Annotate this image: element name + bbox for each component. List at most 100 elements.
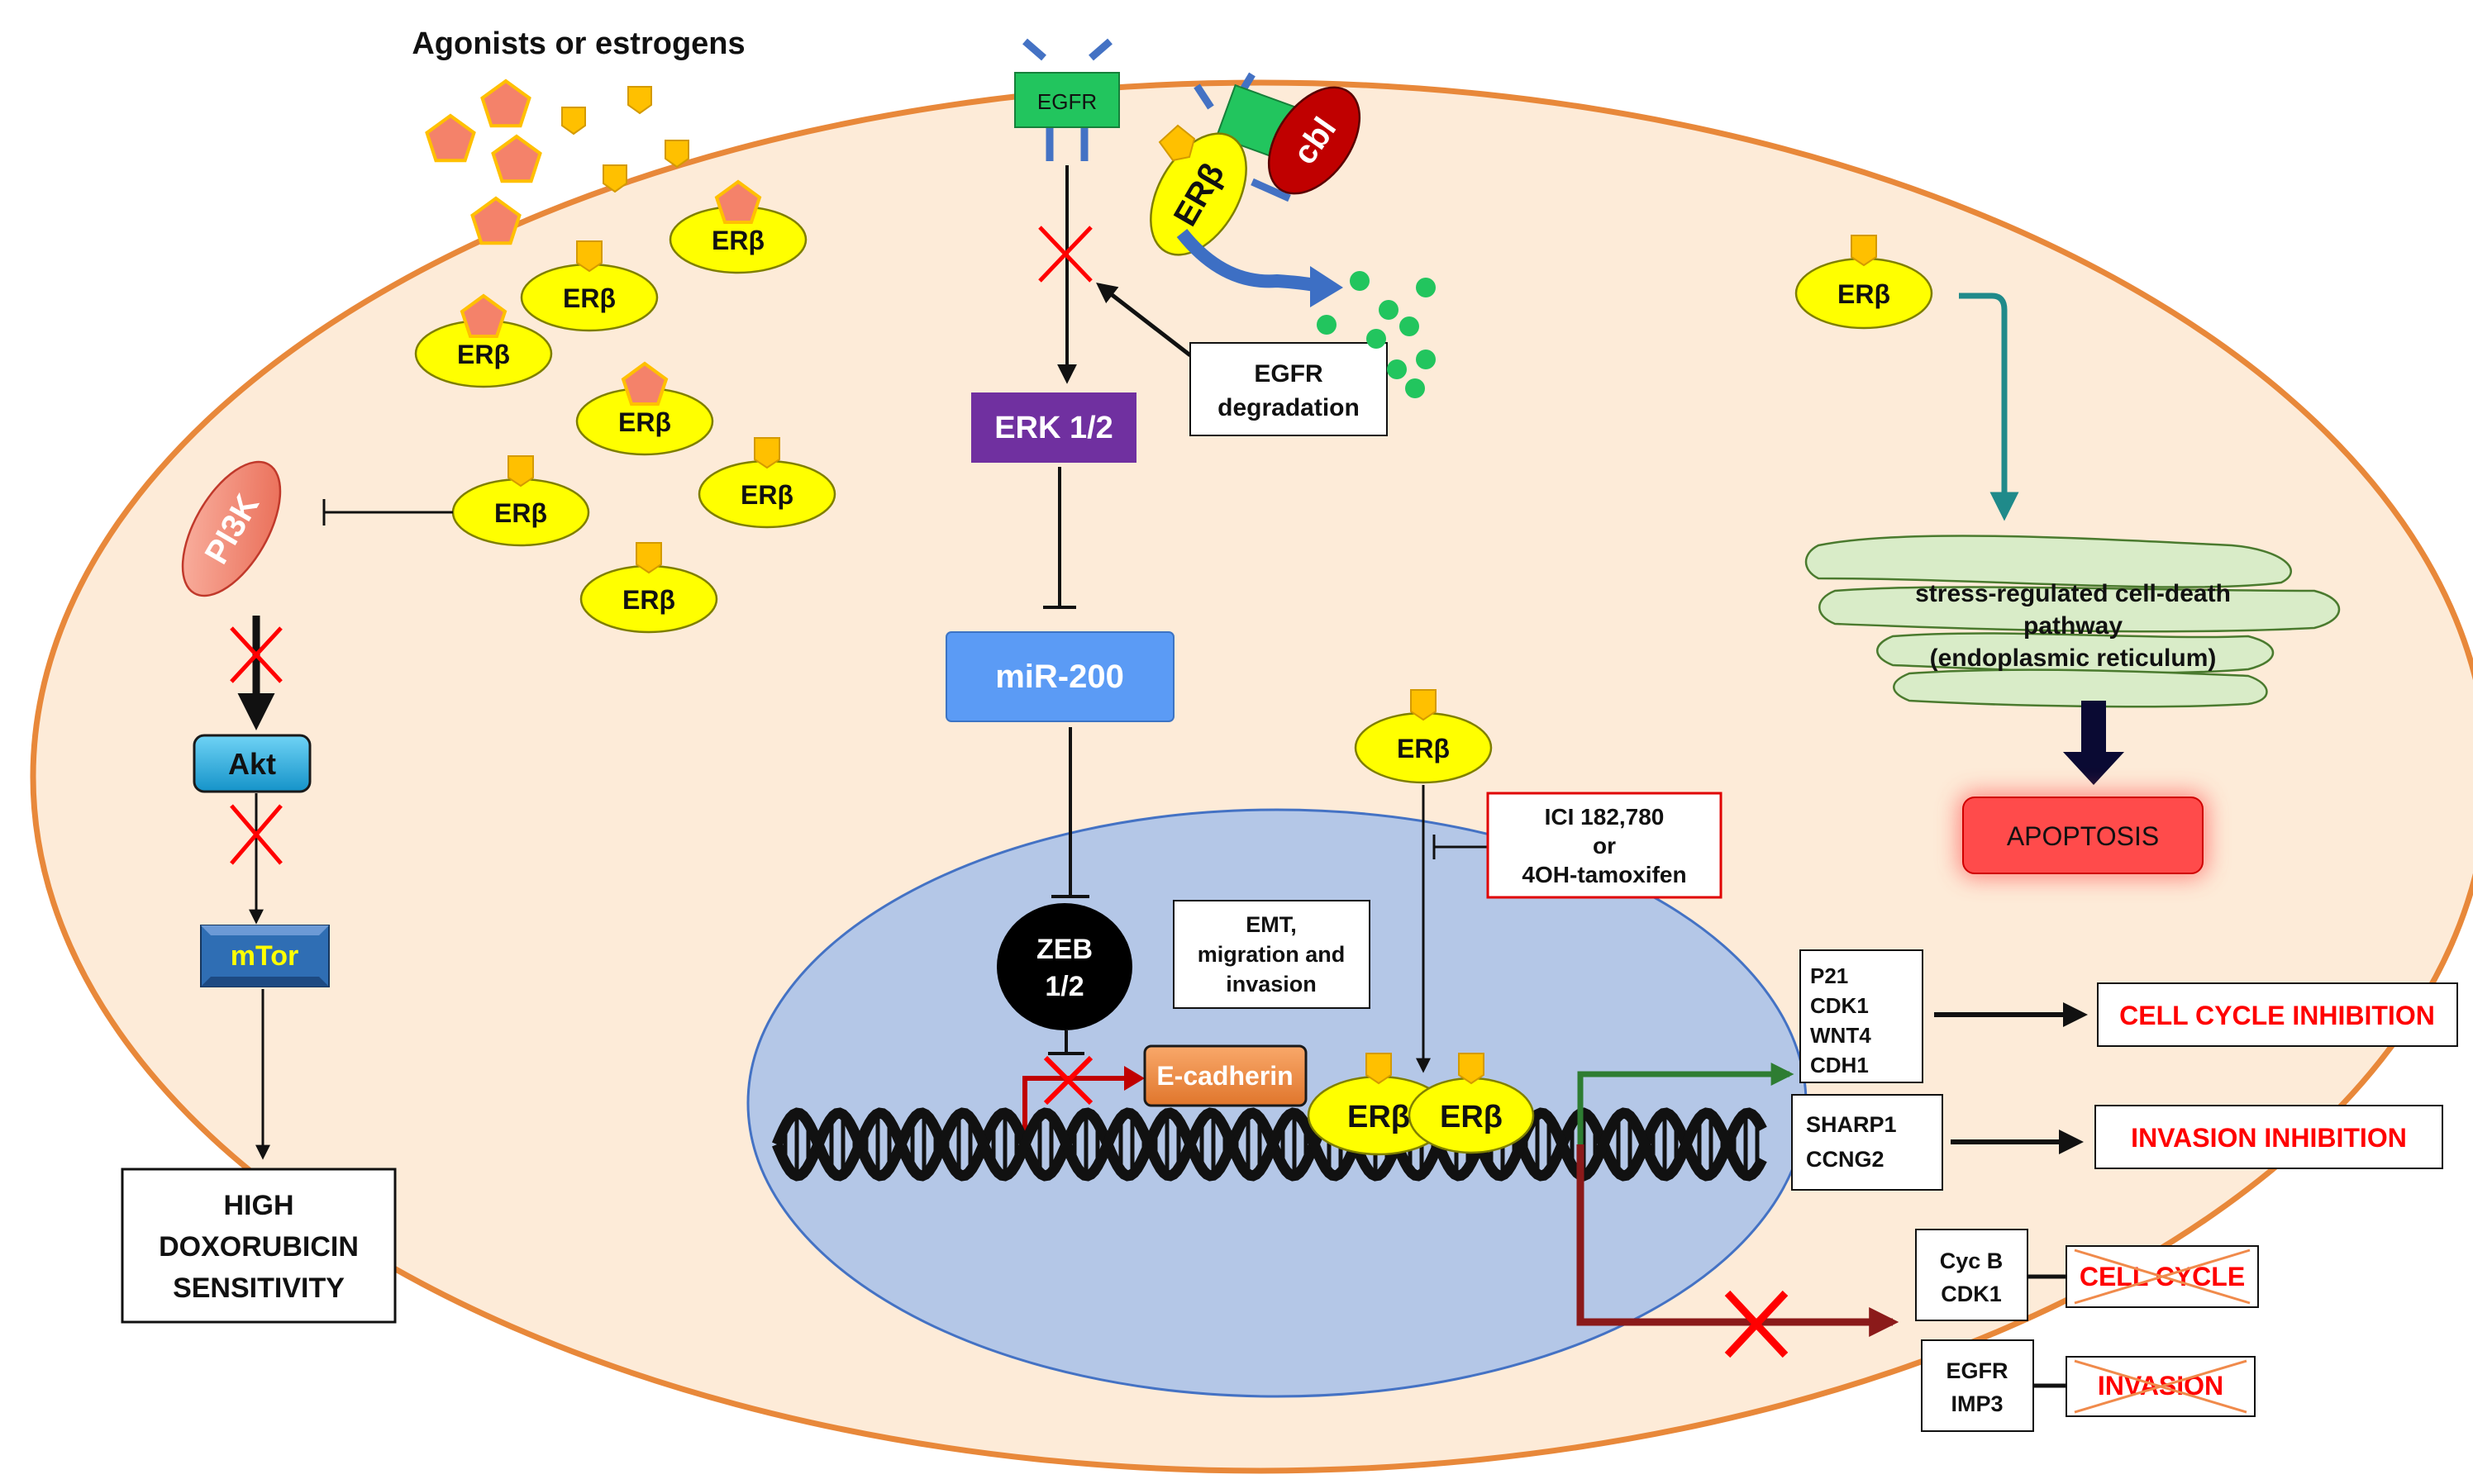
zeb-line1: ZEB (1036, 934, 1093, 965)
mir-node (946, 631, 1175, 722)
receptor-label: ERβ (618, 407, 671, 437)
ligand-tab (665, 140, 689, 169)
block-x-pi3k-akt (230, 626, 283, 683)
emt-line2: migration and (1198, 942, 1346, 967)
receptor-label: ERβ (741, 480, 793, 510)
gene-p21: P21 (1810, 963, 1848, 988)
egfr-degradation-line2: degradation (1217, 394, 1360, 421)
endoplasmic-reticulum (1804, 535, 2341, 708)
ligand-tab (603, 164, 627, 193)
receptor-erb: ERβ (669, 179, 808, 274)
block-x-ecadherin (1043, 1055, 1094, 1106)
receptor-label: ERβ (494, 498, 547, 528)
invasion-inhibition-label: INVASION INHIBITION (2131, 1123, 2407, 1153)
erk-node (971, 392, 1136, 463)
gene-wnt4: WNT4 (1810, 1023, 1871, 1048)
mtor-label: mTor (231, 940, 298, 972)
egfr-degradation-box (1189, 342, 1388, 436)
receptor-label: ERβ (563, 283, 616, 313)
egfr-receptor: EGFR (1014, 38, 1120, 161)
receptor-label: ERβ (1837, 279, 1890, 309)
zeb-line2: 1/2 (1045, 971, 1084, 1002)
doxo-box (121, 1168, 397, 1324)
pi3k-node: PI3K (181, 460, 282, 597)
receptor-erb: ERβ (579, 542, 718, 634)
erb-egfr-cbl-complex: cbl ERβ (1150, 72, 1361, 256)
arrow-head-complex (1310, 266, 1343, 307)
receptor-erb: ERβ (414, 293, 553, 388)
genes-down2-box (1921, 1339, 2034, 1432)
gene-sharp1: SHARP1 (1806, 1112, 1897, 1137)
receptor-label: ERβ (457, 340, 510, 369)
ligand-pentagon (425, 113, 476, 163)
zeb-node (997, 903, 1132, 1030)
ligand-pentagon (480, 78, 531, 128)
block-x-downstream (1724, 1290, 1789, 1358)
ligand-pentagon (491, 134, 542, 183)
stress-line2: pathway (2023, 612, 2123, 640)
emt-box (1173, 900, 1370, 1009)
cross-invasion (2074, 1359, 2247, 1414)
arrow-complex-degradation (1176, 228, 1316, 292)
genes-up1-box (1799, 949, 1923, 1083)
receptor-erb: ERβ (451, 455, 590, 547)
dna-strand-2 (772, 1107, 1767, 1182)
gene-egfr: EGFR (1946, 1358, 2008, 1383)
ecadherin-label: E-cadherin (1156, 1061, 1293, 1091)
apoptosis-label: APOPTOSIS (2007, 821, 2159, 851)
receptor-label: ERβ (622, 585, 675, 615)
apoptosis-box (1962, 797, 2204, 874)
arrow-degradation (1096, 282, 1192, 357)
promoter-arrowhead (1124, 1066, 1145, 1091)
inhibitor-box (1486, 792, 1723, 899)
block-x-egfr (1038, 226, 1093, 283)
promoter-up (1577, 1063, 1794, 1144)
egfr-degradation-line1: EGFR (1254, 360, 1323, 388)
genes-up2-box (1791, 1094, 1943, 1191)
egfr-label: EGFR (1037, 89, 1097, 114)
receptor-erb-right: ERβ (1794, 235, 1933, 330)
cbl-node: cbl (1267, 86, 1361, 195)
ecadherin-node (1143, 1044, 1308, 1107)
doxo-line2: DOXORUBICIN (159, 1231, 359, 1263)
gene-cdh1: CDH1 (1810, 1053, 1869, 1077)
gene-cdk1-down: CDK1 (1941, 1282, 2002, 1306)
receptor-erb-nuclear: ERβ (1354, 689, 1493, 784)
emt-line1: EMT, (1246, 912, 1297, 937)
gene-ccng2: CCNG2 (1806, 1147, 1885, 1172)
gene-cdk1: CDK1 (1810, 993, 1869, 1018)
receptor-label: ERβ (1440, 1100, 1503, 1134)
arrow-stress-apoptosis (2063, 701, 2124, 785)
ligands-outside (425, 78, 689, 245)
akt-node (193, 734, 312, 793)
gene-imp3: IMP3 (1951, 1391, 2003, 1416)
erk-label: ERK 1/2 (994, 411, 1113, 445)
receptor-label: ERβ (1347, 1100, 1410, 1134)
stress-line3: (endoplasmic reticulum) (1930, 644, 2217, 672)
ligand-tab (561, 107, 586, 136)
title-agonists: Agonists or estrogens (412, 26, 745, 61)
inhibitor-line2: or (1593, 833, 1616, 859)
inhibitor-line1: ICI 182,780 (1545, 804, 1665, 830)
ligand-pentagon (470, 196, 522, 245)
ligand-tab (627, 86, 652, 115)
promoter-ecadherin (1022, 1076, 1128, 1144)
block-x-akt-mtor (230, 804, 283, 865)
receptor-erb: ERβ (520, 240, 659, 332)
mtor-node: mTor (200, 925, 330, 987)
ligand-tab (1158, 124, 1196, 162)
receptor-erb: ERβ (698, 437, 836, 529)
genes-down1-box (1915, 1229, 2028, 1321)
receptor-erb-dna-2: ERβ (1408, 1053, 1535, 1154)
akt-label: Akt (228, 747, 276, 781)
mir-label: miR-200 (995, 659, 1124, 695)
doxo-line1: HIGH (224, 1190, 294, 1221)
stress-line1: stress-regulated cell-death (1915, 580, 2231, 607)
degradation-dots (1317, 271, 1436, 398)
cell-cycle-inhibition-label: CELL CYCLE INHIBITION (2119, 1001, 2435, 1030)
receptor-label: ERβ (1397, 734, 1450, 763)
cell-cycle-inhibition-box (2097, 982, 2458, 1047)
arrow-erb-stress (1959, 293, 2019, 521)
emt-line3: invasion (1226, 972, 1317, 996)
